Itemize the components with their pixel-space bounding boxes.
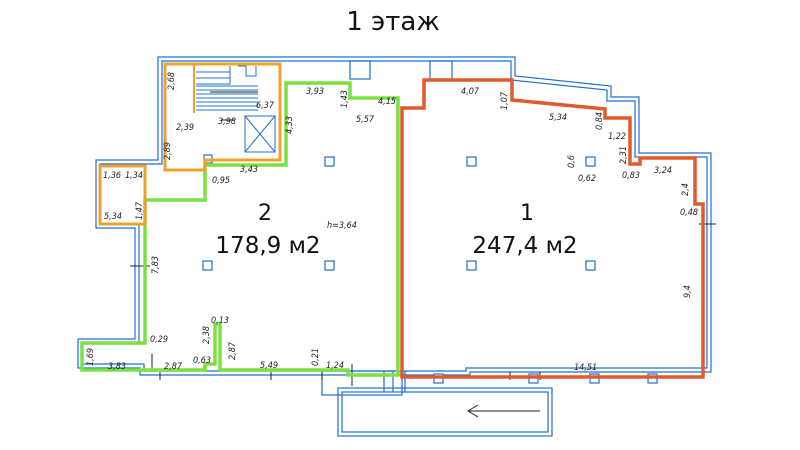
- dim-label: 1,07: [500, 91, 510, 110]
- dim-label: 1,69: [86, 348, 96, 366]
- dim-label: 5,34: [104, 212, 122, 222]
- dim-label: 3,24: [654, 166, 672, 176]
- dim-label: 0,29: [150, 335, 168, 345]
- elevator-shaft: [244, 115, 276, 153]
- dim-label: 0,63: [193, 356, 211, 366]
- column: [466, 156, 477, 167]
- columns: [202, 154, 658, 384]
- dim-label: h=3,64: [327, 221, 357, 231]
- dim-label: 4,15: [378, 97, 396, 107]
- dim-label: 0,83: [622, 171, 640, 181]
- dim-label: 2,87: [228, 341, 238, 360]
- dim-label: 5,34: [549, 113, 567, 123]
- dim-label: 4,07: [461, 87, 480, 97]
- room-2-area: 178,9 м2: [215, 233, 320, 259]
- staircase: [196, 65, 276, 153]
- dim-label: 0,21: [311, 348, 321, 366]
- column: [324, 260, 335, 271]
- dim-label: 0,13: [211, 316, 229, 326]
- dim-label: 0,84: [595, 112, 605, 130]
- inner-wall: [81, 60, 708, 372]
- roof-hatch: [349, 60, 371, 80]
- dim-label: 2,89: [163, 142, 173, 160]
- dim-label: 9,4: [683, 285, 693, 298]
- room-1-outline: [400, 78, 705, 379]
- entrance-arrow: [467, 404, 540, 418]
- dim-label: 2,68: [167, 72, 177, 90]
- dim-label: 1,22: [608, 132, 626, 142]
- storage-outline: [98, 164, 147, 226]
- dim-label: 5,49: [260, 361, 278, 371]
- dim-label: 3,43: [240, 165, 258, 175]
- room-2-outline: [80, 81, 400, 377]
- room-1-number: 1: [520, 201, 534, 226]
- dim-label: 1,36: [103, 171, 121, 181]
- column: [202, 260, 213, 271]
- dim-label: 14,51: [574, 363, 597, 373]
- dimension-labels: 2,68 6,37 2,39 3,98 4,33 3,93 1,43 4,15 …: [86, 72, 698, 373]
- dim-label: 1,43: [340, 90, 350, 108]
- dim-label: 6,37: [256, 101, 275, 111]
- column: [466, 260, 477, 271]
- dim-label: 7,83: [151, 256, 161, 274]
- stair-arrow: [210, 91, 258, 121]
- outer-wall: [77, 56, 712, 376]
- dim-label: 1,34: [125, 171, 143, 181]
- dim-label: 5,57: [356, 115, 375, 125]
- wall-recess: [429, 60, 453, 80]
- dim-label: 2,38: [202, 326, 212, 344]
- dim-label: 3,98: [218, 117, 236, 127]
- entrance-block: [337, 387, 553, 437]
- dim-label: 2,31: [619, 146, 629, 164]
- floor-title: 1 этаж: [346, 7, 440, 37]
- dim-label: 0,95: [212, 176, 230, 186]
- dim-label: 1,47: [135, 201, 145, 220]
- column: [324, 156, 335, 167]
- building-outline: [77, 56, 712, 437]
- entrance-inner: [341, 391, 549, 433]
- column: [585, 156, 596, 167]
- dim-label: 1,24: [326, 361, 344, 371]
- dim-label: 2,4: [681, 183, 691, 196]
- porch: [321, 370, 403, 396]
- room-2-number: 2: [258, 201, 272, 226]
- dim-label: 0,48: [680, 208, 698, 218]
- dim-label: 4,33: [285, 116, 295, 134]
- dim-label: 0,6: [567, 155, 577, 168]
- room-1-area: 247,4 м2: [472, 233, 577, 259]
- column: [585, 260, 596, 271]
- dim-label: 3,93: [306, 87, 324, 97]
- dim-label: 2,39: [176, 123, 194, 133]
- dim-label: 0,62: [578, 174, 596, 184]
- dim-label: 3,83: [108, 362, 126, 372]
- dim-label: 2,87: [164, 362, 183, 372]
